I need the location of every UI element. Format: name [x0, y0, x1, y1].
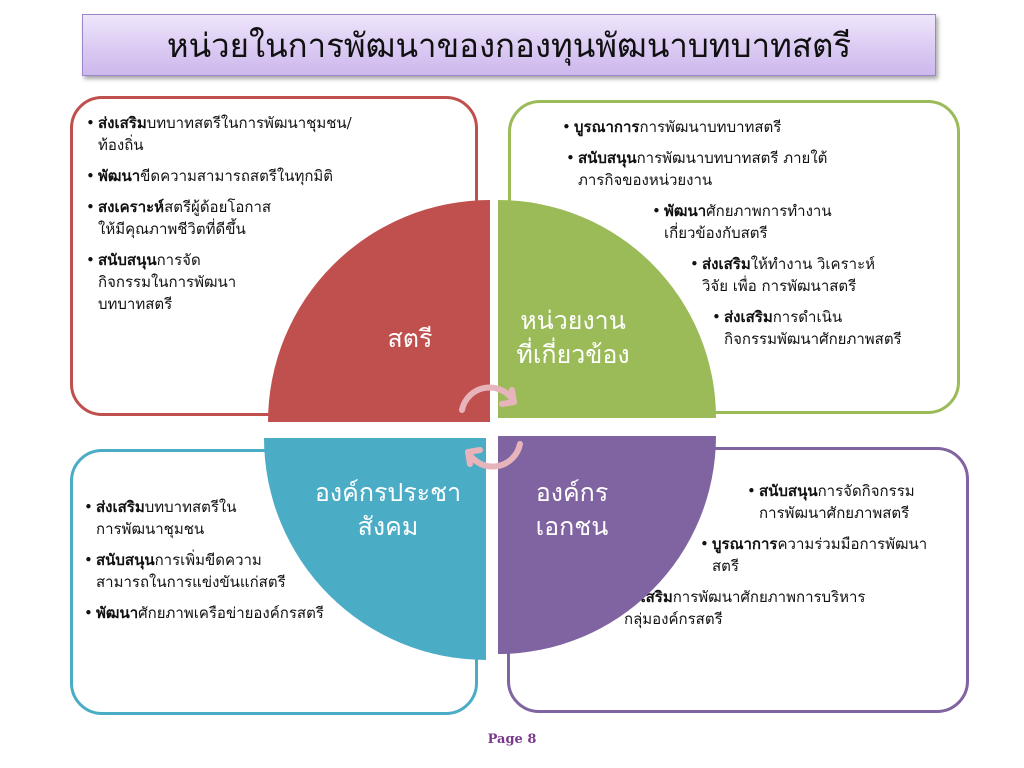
bullet-text: การดำเนิน กิจกรรมพัฒนาศักยภาพสตรี — [724, 308, 902, 348]
quadrant-label-civil-society: องค์กรประชา สังคม — [300, 476, 476, 544]
agency-bullet-list: •บูรณาการการพัฒนาบทบาทสตรี•สนับสนุนการพั… — [562, 116, 952, 359]
bullet-item: •ส่งเสริมให้ทำงาน วิเคราะห์ วิจัย เพื่อ … — [690, 253, 952, 297]
quadrant-civil — [264, 438, 486, 660]
quadrant-label-women: สตรี — [387, 324, 433, 353]
bullet-keyword: ส่งเสริม — [702, 255, 751, 273]
bullet-dot-icon: • — [652, 202, 661, 220]
bullet-text: ขีดความสามารถสตรีในทุกมิติ — [140, 167, 334, 185]
quadrant-label-private-sector: องค์กร เอกชน — [512, 476, 632, 544]
bullet-text: ศักยภาพเครือข่ายองค์กรสตรี — [138, 604, 324, 622]
bullet-item: •สงเคราะห์สตรีผู้ด้อยโอกาส ให้มีคุณภาพชี… — [86, 196, 416, 240]
bullet-dot-icon: • — [690, 255, 699, 273]
bullet-keyword: พัฒนา — [98, 167, 141, 185]
agency-label-line2: ที่เกี่ยวข้อง — [516, 340, 630, 369]
bullet-keyword: ส่งเสริม — [724, 308, 773, 326]
bullet-item: •สนับสนุนการจัด กิจกรรมในการพัฒนา บทบาทส… — [86, 249, 416, 315]
bullet-item: •พัฒนาขีดความสามารถสตรีในทุกมิติ — [86, 165, 416, 187]
private-label-line2: เอกชน — [535, 512, 609, 541]
bullet-dot-icon: • — [86, 198, 95, 216]
civil-label-line1: องค์กรประชา — [314, 478, 462, 507]
bullet-text: ให้ทำงาน วิเคราะห์ วิจัย เพื่อ การพัฒนาส… — [702, 255, 876, 295]
bullet-item: •ส่งเสริมบทบาทสตรีในการพัฒนาชุมชน/ ท้องถ… — [86, 112, 416, 156]
title-banner: หน่วยในการพัฒนาของกองทุนพัฒนาบทบาทสตรี — [82, 14, 936, 76]
women-bullet-list: •ส่งเสริมบทบาทสตรีในการพัฒนาชุมชน/ ท้องถ… — [86, 112, 416, 324]
civil-label-line2: สังคม — [357, 512, 419, 541]
bullet-dot-icon: • — [712, 308, 721, 326]
bullet-dot-icon: • — [84, 551, 93, 569]
bullet-keyword: พัฒนา — [96, 604, 139, 622]
bullet-keyword: ส่งเสริม — [98, 114, 147, 132]
bullet-dot-icon: • — [86, 114, 95, 132]
bullet-text: ความร่วมมือการพัฒนา สตรี — [712, 535, 928, 575]
bullet-dot-icon: • — [566, 149, 575, 167]
bullet-dot-icon: • — [700, 535, 709, 553]
cycle-arrows-icon — [459, 384, 523, 470]
bullet-keyword: สนับสนุน — [759, 482, 818, 500]
bullet-item: •ส่งเสริมการดำเนิน กิจกรรมพัฒนาศักยภาพสต… — [712, 306, 952, 350]
bullet-item: •พัฒนาศักยภาพการทำงาน เกี่ยวข้องกับสตรี — [652, 200, 952, 244]
bullet-item: •บูรณาการการพัฒนาบทบาทสตรี — [562, 116, 952, 138]
bullet-item: •สนับสนุนการจัดกิจกรรม การพัฒนาศักยภาพสต… — [747, 480, 964, 524]
bullet-keyword: พัฒนา — [664, 202, 707, 220]
bullet-keyword: สงเคราะห์ — [98, 198, 165, 216]
bullet-dot-icon: • — [747, 482, 756, 500]
bullet-keyword: สนับสนุน — [578, 149, 637, 167]
quadrant-label-agency: หน่วยงาน ที่เกี่ยวข้อง — [503, 304, 643, 372]
private-bullet-list: •สนับสนุนการจัดกิจกรรม การพัฒนาศักยภาพสต… — [612, 480, 964, 639]
quadrant-agency — [498, 200, 716, 418]
bullet-text: การเพิ่มขีดความ สามารถในการแข่งขันแก่สตร… — [96, 551, 286, 591]
bullet-item: •ส่งเสริมบทบาทสตรีใน การพัฒนาชุมชน — [84, 496, 384, 540]
bullet-text: สตรีผู้ด้อยโอกาส ให้มีคุณภาพชีวิตที่ดีขึ… — [98, 198, 272, 238]
page-number: Page 8 — [487, 732, 537, 747]
bullet-keyword: สนับสนุน — [98, 251, 157, 269]
bullet-text: บทบาทสตรีใน การพัฒนาชุมชน — [96, 498, 237, 538]
quadrant-women — [268, 200, 490, 422]
bullet-text: การพัฒนาศักยภาพการบริหาร กลุ่มองค์กรสตรี — [624, 588, 866, 628]
bullet-keyword: บูรณาการ — [712, 535, 778, 553]
bullet-item: •บูรณาการความร่วมมือการพัฒนา สตรี — [700, 533, 964, 577]
bullet-text: การจัดกิจกรรม การพัฒนาศักยภาพสตรี — [759, 482, 915, 522]
bullet-keyword: สนับสนุน — [96, 551, 155, 569]
private-label-line1: องค์กร — [535, 478, 609, 507]
bullet-dot-icon: • — [562, 118, 571, 136]
bullet-text: ศักยภาพการทำงาน เกี่ยวข้องกับสตรี — [664, 202, 832, 242]
bullet-keyword: บูรณาการ — [574, 118, 640, 136]
quadrant-private — [498, 436, 716, 654]
bullet-item: •พัฒนาศักยภาพเครือข่ายองค์กรสตรี — [84, 602, 384, 624]
bullet-item: •สนับสนุนการเพิ่มขีดความ สามารถในการแข่ง… — [84, 549, 384, 593]
bullet-dot-icon: • — [86, 167, 95, 185]
agency-label-line1: หน่วยงาน — [520, 306, 626, 335]
bullet-text: การจัด กิจกรรมในการพัฒนา บทบาทสตรี — [98, 251, 237, 313]
bullet-dot-icon: • — [84, 604, 93, 622]
bullet-text: การพัฒนาบทบาทสตรี ภายใต้ ภารกิจของหน่วยง… — [578, 149, 828, 189]
bullet-dot-icon: • — [84, 498, 93, 516]
bullet-text: การพัฒนาบทบาทสตรี — [639, 118, 782, 136]
bullet-text: บทบาทสตรีในการพัฒนาชุมชน/ ท้องถิ่น — [98, 114, 352, 154]
bullet-dot-icon: • — [86, 251, 95, 269]
bullet-item: •สนับสนุนการพัฒนาบทบาทสตรี ภายใต้ ภารกิจ… — [566, 147, 952, 191]
page-title: หน่วยในการพัฒนาของกองทุนพัฒนาบทบาทสตรี — [166, 25, 852, 65]
civil-bullet-list: •ส่งเสริมบทบาทสตรีใน การพัฒนาชุมชน•สนับส… — [84, 496, 384, 633]
bullet-keyword: ส่งเสริม — [96, 498, 145, 516]
